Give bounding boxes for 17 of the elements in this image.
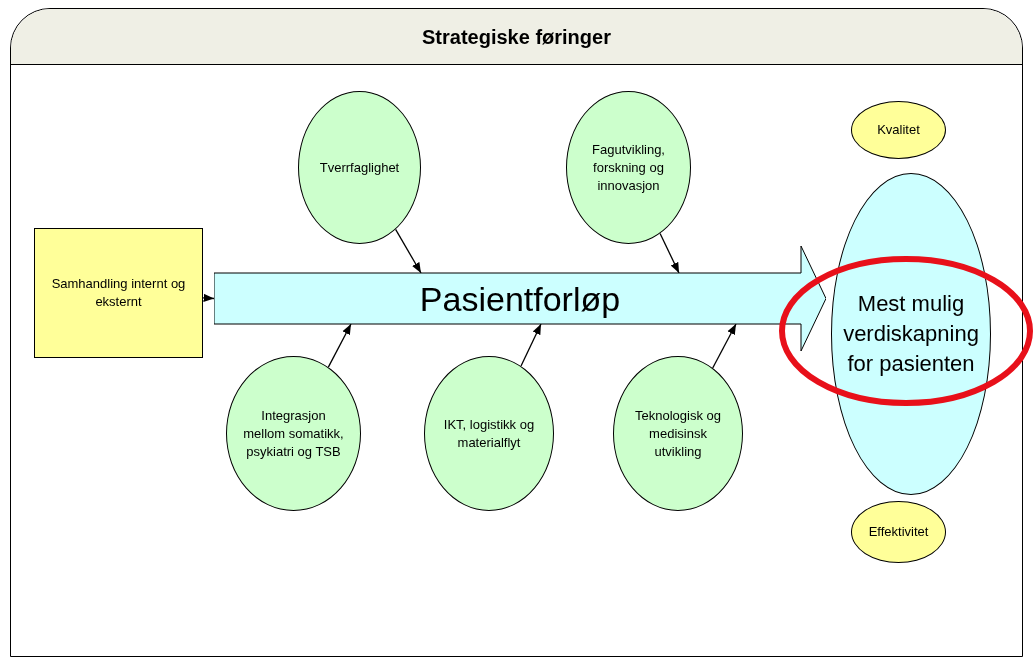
arrow — [327, 323, 352, 368]
arrow — [520, 323, 542, 367]
frame-title: Strategiske føringer — [422, 24, 611, 50]
node-label: Integrasjon mellom somatikk, psykiatri og TSB — [242, 406, 345, 461]
process-arrow — [214, 246, 826, 351]
node-label: IKT, logistikk og materialflyt — [442, 415, 536, 452]
node-label: Tverrfaglighet — [319, 158, 400, 177]
node-label: Teknologisk og medisinsk utvikling — [634, 406, 722, 461]
node-label: Samhandling internt og eksternt — [51, 275, 186, 311]
node-label: Pasientforløp — [419, 278, 621, 319]
node-label: Kvalitet — [877, 121, 920, 139]
process-box — [34, 228, 203, 358]
node-label: Mest mulig verdiskapning for pasienten — [842, 290, 980, 378]
node-label: Effektivitet — [868, 523, 929, 541]
arrow — [202, 293, 215, 303]
arrow — [659, 232, 680, 274]
node-label: Fagutvikling, forskning og innovasjon — [591, 140, 666, 195]
